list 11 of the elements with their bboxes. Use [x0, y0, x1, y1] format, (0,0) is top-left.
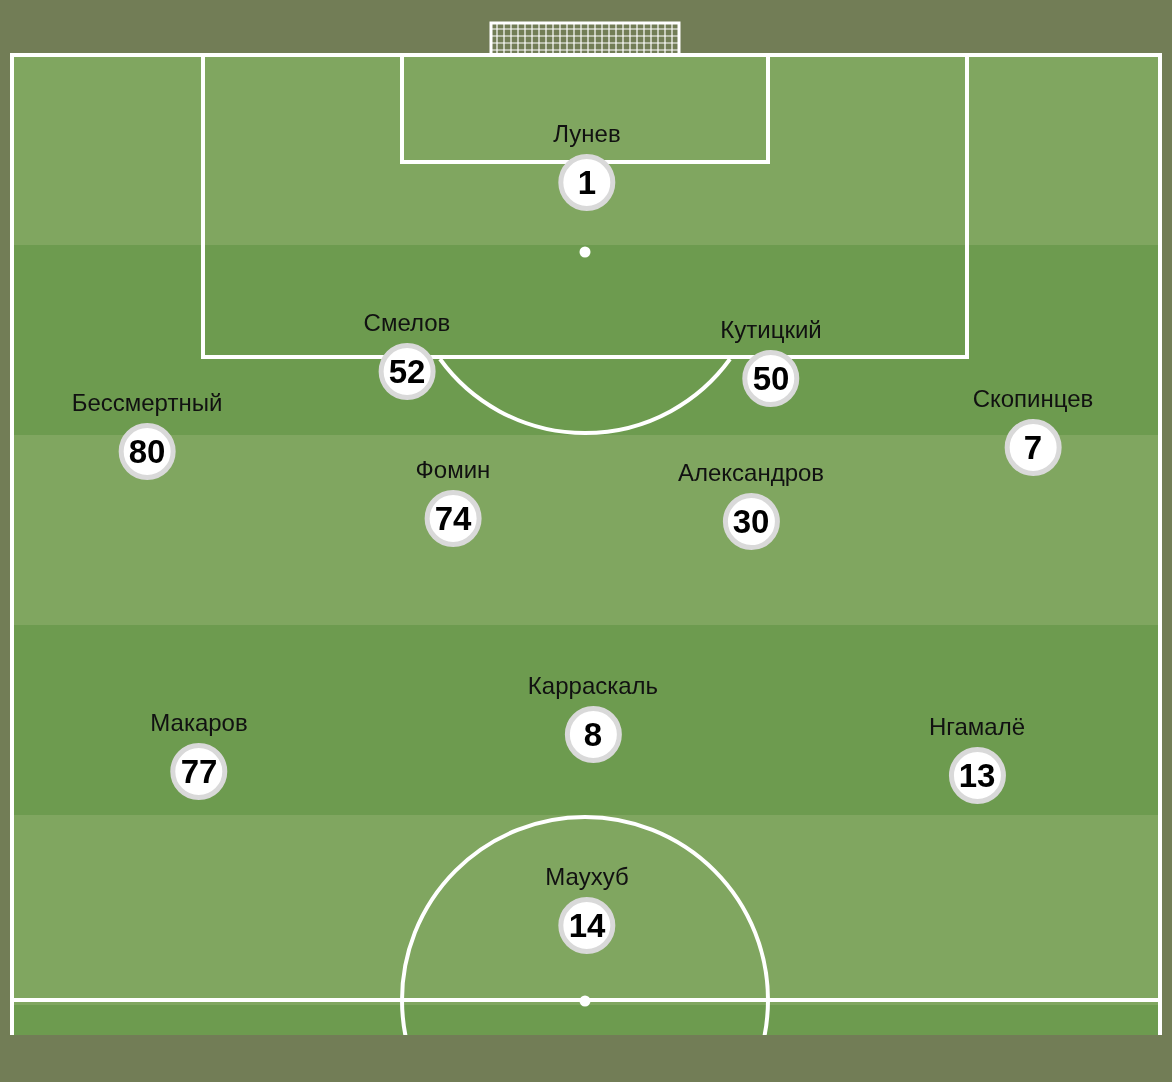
player-name: Лунев	[553, 119, 621, 148]
player-name: Александров	[677, 458, 825, 487]
player-name: Смелов	[363, 308, 451, 337]
player-name: Нгамалё	[928, 712, 1026, 741]
player-name: Скопинцев	[972, 384, 1094, 413]
player-name: Макаров	[150, 708, 248, 737]
player-name: Бессмертный	[71, 388, 223, 417]
player-name: Фомин	[415, 455, 491, 484]
player-name: Карраскаль	[527, 671, 659, 700]
player-name: Маухуб	[545, 862, 629, 891]
player-name: Кутицкий	[720, 315, 822, 344]
